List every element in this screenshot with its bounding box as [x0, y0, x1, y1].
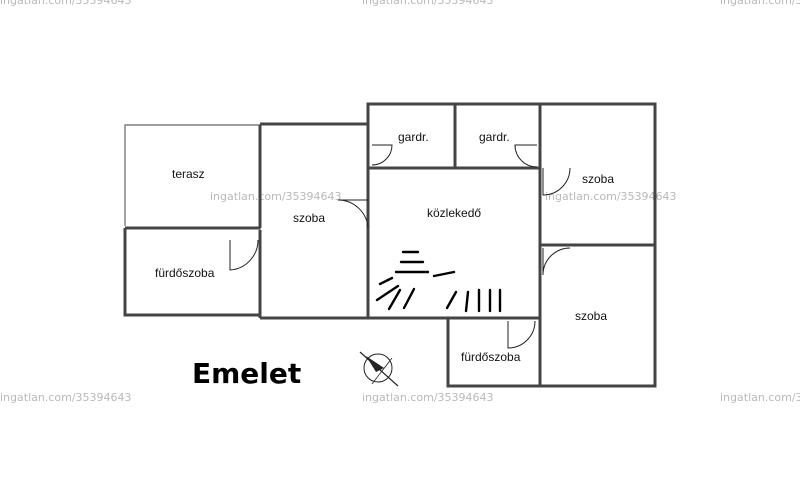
door-furdoszoba-bottom	[507, 320, 536, 349]
interior-walls	[258, 104, 655, 386]
room-label-terasz: terasz	[172, 167, 205, 181]
north-arrow-icon	[359, 351, 399, 387]
watermark-bottom-center: ingatlan.com/35394643	[362, 391, 494, 404]
floor-title: Emelet	[192, 357, 301, 390]
door-gardr-1	[371, 144, 393, 166]
room-label-furdoszoba-left: fürdőszoba	[155, 266, 215, 280]
room-label-gardr-2: gardr.	[479, 130, 510, 144]
watermark-bottom-right: ingatlan.com/35394643	[720, 391, 800, 404]
room-labels: terasz szoba fürdőszoba gardr. gardr. kö…	[155, 130, 614, 364]
watermark-bottom-left: ingatlan.com/35394643	[0, 391, 132, 404]
room-label-szoba-right-top: szoba	[582, 172, 614, 186]
door-szoba-right-top	[542, 167, 571, 196]
door-furdoszoba-left	[229, 239, 259, 271]
door-gardr-2	[514, 144, 538, 168]
doors	[229, 144, 571, 349]
room-label-gardr-1: gardr.	[398, 130, 429, 144]
watermark-center-right: ingatlan.com/35394643	[545, 190, 677, 203]
door-szoba-left	[337, 199, 369, 229]
watermark-top-center: ingatlan.com/35394643	[362, 0, 494, 7]
room-label-furdoszoba-bottom: fürdőszoba	[461, 350, 521, 364]
watermark-center-left: ingatlan.com/35394643	[210, 190, 342, 203]
stairs-icon	[375, 250, 502, 313]
watermark-top-right: ingatlan.com/35394643	[720, 0, 800, 7]
room-label-szoba-left: szoba	[293, 211, 325, 225]
room-label-szoba-right-bottom: szoba	[575, 309, 607, 323]
watermark-top-left: ingatlan.com/35394643	[0, 0, 132, 7]
door-szoba-right-bottom	[542, 247, 571, 276]
exterior-walls	[123, 102, 657, 388]
room-label-kozlekedo: közlekedő	[427, 206, 481, 220]
